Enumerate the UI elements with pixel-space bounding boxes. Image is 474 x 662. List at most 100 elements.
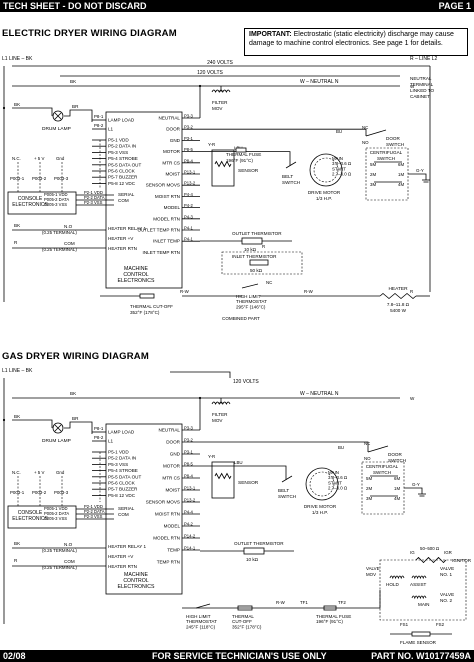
heater-relay-label: HEATER RELAY 1 <box>108 544 146 549</box>
p003-label: + 5 V <box>34 470 44 475</box>
control-pin-id: P3-2 <box>184 125 194 130</box>
control-pin-id: P8-4 <box>184 474 194 479</box>
neutral-terminal: CABINET <box>410 94 430 99</box>
control-pin-id: P4-1 <box>184 237 194 242</box>
motor-winding-label: START <box>332 166 346 171</box>
l1-label: L1 LINE – BK <box>2 56 33 62</box>
control-pin-right: NEUTRAL <box>159 116 181 121</box>
important-lead: IMPORTANT: <box>249 31 292 38</box>
machine-control-label: ELECTRONICS <box>118 278 155 284</box>
switch-contact-label: 3M <box>370 182 376 187</box>
console-label: ELECTRONICS <box>12 202 48 208</box>
wire-yr: Y-R <box>208 454 215 459</box>
heater-relay-label: HEATER RELAY 1 <box>108 226 146 231</box>
serial-com-label: SERIAL <box>118 506 135 511</box>
valve2-label: VALVE <box>440 592 454 597</box>
control-pin-left: L1 <box>108 127 114 132</box>
thermal-fuse-temp: 196°F (91°C) <box>226 158 253 163</box>
p005-pins: P005-1 VDD <box>44 506 68 511</box>
r-label-3: R <box>410 289 413 294</box>
p003-label: Gnd <box>56 156 65 161</box>
motor-winding-label: 2.7–3.0 Ω <box>332 172 352 177</box>
thermal-fuse <box>235 147 247 153</box>
drum-lamp-wire-bk <box>12 419 53 428</box>
switch-contact-label: 2M <box>370 172 376 177</box>
gas-valve-box <box>379 559 467 621</box>
control-pin-id: P13-2 <box>184 498 196 503</box>
main-label: MAIN <box>418 602 429 607</box>
control-pin-left: P5-1 VDD <box>108 138 129 143</box>
control-pin-left: P5-3 VSS <box>108 462 128 467</box>
control-pin-id: P13-1 <box>184 170 196 175</box>
p003-label: N.C. <box>12 470 21 475</box>
drum-lamp-label: DRUM LAMP <box>42 438 71 444</box>
wire-bk-label: BK <box>70 79 77 84</box>
door-switch-label: SWITCH <box>386 142 404 147</box>
fs2-label: FS2 <box>436 622 445 627</box>
outlet-thermistor-label: OUTLET THERMISTOR <box>234 541 284 546</box>
label-120v: 120 VOLTS <box>197 70 223 76</box>
control-pin-id: P3-3 <box>184 114 194 119</box>
control-pin-right: MODEL <box>164 205 181 210</box>
control-pin-id: P4-2 <box>184 203 194 208</box>
drum-lamp-label: DRUM LAMP <box>42 126 71 132</box>
l2-label: R – LINE L2 <box>410 56 437 62</box>
p005-pins: P005-2 DATA <box>44 197 69 202</box>
electric-title: ELECTRIC DRYER WIRING DIAGRAM <box>2 28 177 39</box>
door-wire <box>200 128 367 136</box>
door-wire <box>200 441 369 452</box>
combined-part-label: COMBINED PART <box>222 316 260 321</box>
control-pin-right: MOTOR <box>163 149 181 154</box>
igr-label: IGR <box>444 550 452 555</box>
machine-control-box <box>105 111 183 289</box>
valve1-label: NO. 1 <box>440 572 452 577</box>
valve-mov-label: VALVE <box>366 566 380 571</box>
wire-bk-label: BK <box>70 391 77 396</box>
ignitor-element <box>415 556 447 564</box>
switch-contact-label: 2M <box>366 486 372 491</box>
high-limit-label: HIGH LIMIT <box>186 614 211 619</box>
belt-switch-label: SWITCH <box>278 494 296 499</box>
bu-label: BU <box>338 445 344 450</box>
control-pin-right: GND <box>170 452 181 457</box>
filter-mov-label: FILTER <box>212 412 228 417</box>
console-electronics-box <box>7 191 77 215</box>
control-pin-left: P5-7 BUZZER <box>108 175 138 180</box>
junction-dot <box>198 84 202 88</box>
p003-label: + 5 V <box>34 156 44 161</box>
control-pin-right: MODEL RTN <box>153 536 180 541</box>
control-pin-right: MTR CS <box>162 476 180 481</box>
drum-lamp-wire-br <box>64 421 93 434</box>
control-pin-left: P5-8 12 VDC <box>108 181 136 186</box>
control-pin-id: P4-2 <box>184 522 194 527</box>
door-switch <box>365 129 387 137</box>
heater-values: 5400 W <box>390 308 406 313</box>
drum-lamp-wire-br <box>64 109 93 122</box>
rail-120 <box>170 371 231 378</box>
bu-label: BU <box>336 129 342 134</box>
control-pin-id: P8-5 <box>184 147 194 152</box>
thermal-fuse-label: THERMAL FUSE <box>316 614 351 619</box>
console-label: CONSOLE <box>18 196 43 202</box>
drive-motor-label: DRIVE MOTOR <box>308 190 341 195</box>
p2-pins: P2-3 VSS <box>84 514 103 519</box>
control-pin-left: P5-5 DATA OUT <box>108 474 141 479</box>
junction-dot <box>2 418 6 422</box>
control-pin-left: LAMP LOAD <box>108 118 135 123</box>
bk-label: BK <box>14 223 21 228</box>
nc-label: NC <box>364 441 370 446</box>
gas-title: GAS DRYER WIRING DIAGRAM <box>2 351 149 362</box>
flame-sensor-label: FLAME SENSOR <box>400 640 437 645</box>
control-pin-right: MOIST <box>165 172 180 177</box>
door-switch-label: DOOR <box>388 452 402 457</box>
switch-contact-label: 4M <box>394 496 400 501</box>
high-limit-label: THERMOSTAT <box>236 299 267 304</box>
drum-lamp-x2 <box>54 424 62 432</box>
control-pin-right: INLET TEMP RTN <box>143 250 180 255</box>
outlet-thermistor-ohm: 10 kΩ <box>244 247 257 252</box>
door-switch <box>367 445 389 453</box>
rw-label: R-W <box>276 600 286 605</box>
control-pin-id: P4-1 <box>184 226 194 231</box>
wire-w-label: W <box>410 396 415 401</box>
